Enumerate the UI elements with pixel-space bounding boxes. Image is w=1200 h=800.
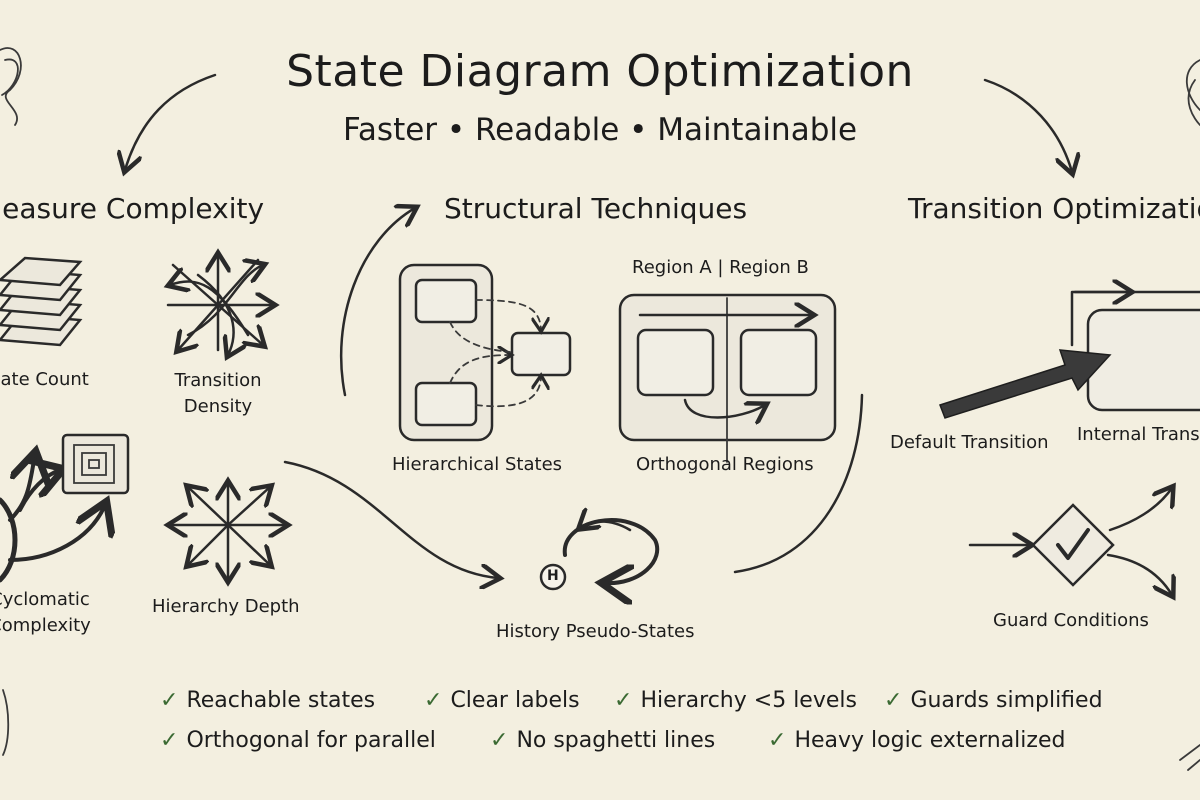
arrow-to-history — [283, 460, 498, 578]
checklist-text: Reachable states — [186, 688, 376, 713]
corner-scribble-top-left — [0, 47, 22, 126]
checklist-text: Clear labels — [450, 688, 580, 713]
checklist-item: ✓ Orthogonal for parallel — [160, 728, 436, 753]
section-title-measure: Measure Complexity — [0, 192, 265, 225]
history-symbol: H — [547, 568, 559, 584]
label-orthogonal-regions: Orthogonal Regions — [636, 454, 814, 475]
section-title-structural: Structural Techniques — [444, 192, 748, 225]
radiating-arrows-icon — [170, 483, 286, 580]
checklist-item: ✓ Clear labels — [424, 688, 580, 713]
arrow-title-to-transition — [983, 78, 1072, 172]
stacked-states-icon — [0, 256, 83, 347]
checklist-text: Hierarchy <5 levels — [640, 688, 857, 713]
label-default-transition: Default Transition — [890, 432, 1049, 453]
check-icon: ✓ — [160, 728, 179, 753]
checklist-text: Orthogonal for parallel — [186, 728, 436, 753]
checklist-item: ✓ Reachable states — [160, 688, 375, 713]
corner-scribble-top-right — [1185, 59, 1200, 126]
guard-condition-diagram — [968, 488, 1172, 595]
branching-paths-icon — [0, 433, 130, 583]
label-hierarchy-depth: Hierarchy Depth — [152, 596, 300, 617]
orthogonal-regions-diagram — [618, 293, 837, 463]
checklist-text: No spaghetti lines — [516, 728, 716, 753]
arrow-title-to-measure — [125, 73, 217, 170]
label-internal-transition: Internal Transition — [1077, 424, 1200, 445]
checklist-text: Guards simplified — [910, 688, 1103, 713]
internal-transition-diagram — [1070, 292, 1200, 412]
checklist-item: ✓ Hierarchy <5 levels — [614, 688, 857, 713]
label-guard-conditions: Guard Conditions — [993, 610, 1149, 631]
label-hierarchical-states: Hierarchical States — [392, 454, 563, 475]
tangled-arrows-icon — [168, 255, 273, 355]
page-subtitle: Faster • Readable • Maintainable — [342, 112, 858, 148]
label-history-pseudo-states: History Pseudo-States — [496, 621, 695, 642]
label-transition-density: Transition Density — [174, 370, 262, 417]
check-icon: ✓ — [160, 688, 179, 713]
label-region-header: Region A | Region B — [632, 257, 809, 278]
corner-scribble-bottom — [2, 689, 1200, 771]
check-icon: ✓ — [884, 688, 903, 713]
checklist-item: ✓ Guards simplified — [884, 688, 1103, 713]
hierarchical-states-diagram — [398, 263, 572, 442]
history-pseudo-state-diagram — [539, 520, 659, 589]
page-title: State Diagram Optimization — [286, 46, 914, 97]
check-icon: ✓ — [614, 688, 633, 713]
section-title-transition: Transition Optimization — [908, 192, 1200, 225]
arrow-to-structural — [339, 208, 415, 397]
check-icon: ✓ — [424, 688, 443, 713]
checklist-item: ✓ Heavy logic externalized — [768, 728, 1065, 753]
default-transition-arrow — [939, 349, 1112, 419]
checklist-item: ✓ No spaghetti lines — [490, 728, 715, 753]
check-icon: ✓ — [768, 728, 787, 753]
label-state-count: State Count — [0, 369, 89, 390]
check-icon: ✓ — [490, 728, 509, 753]
arrow-from-history — [733, 393, 864, 574]
checklist-text: Heavy logic externalized — [794, 728, 1066, 753]
label-cyclomatic-complexity: Cyclomatic Complexity — [0, 589, 91, 636]
